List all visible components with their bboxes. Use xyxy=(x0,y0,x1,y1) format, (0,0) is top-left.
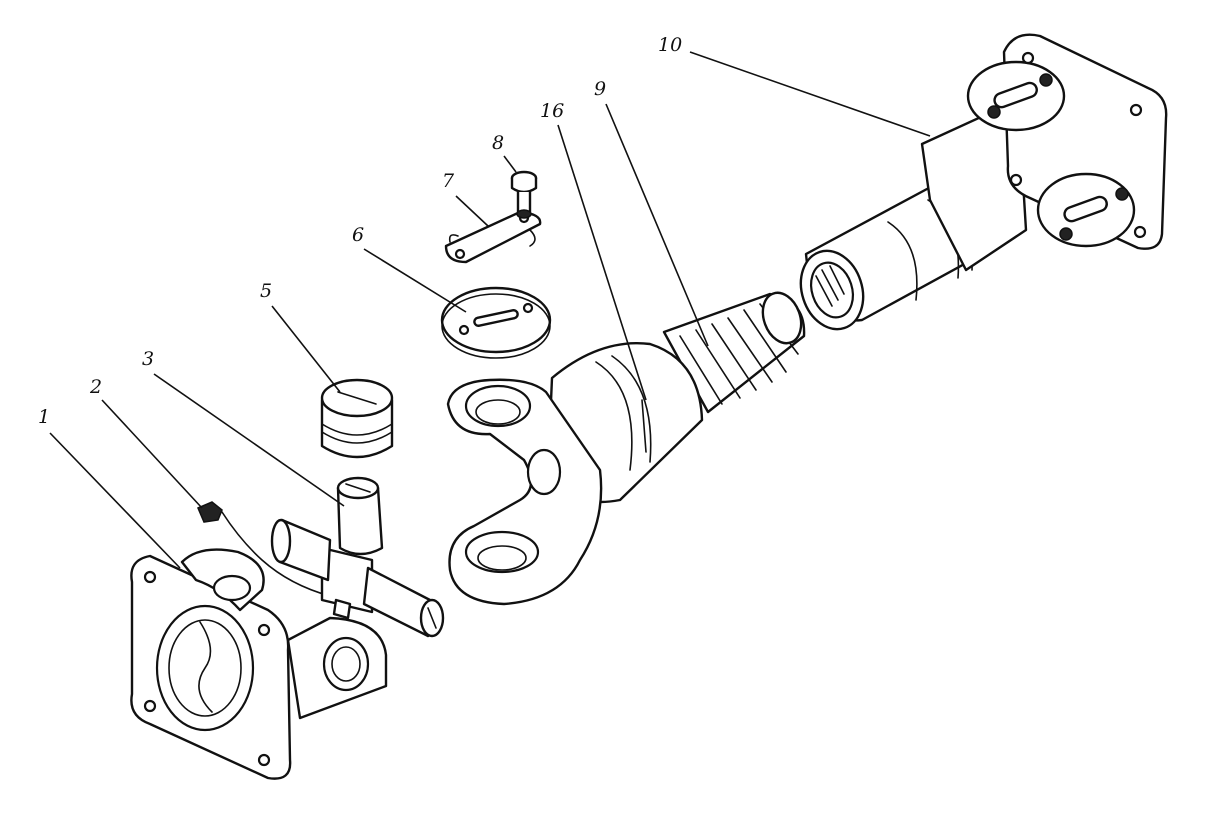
leader-1 xyxy=(49,432,181,569)
leader-9 xyxy=(605,103,709,347)
flange-yoke-part xyxy=(130,548,388,780)
leader-16 xyxy=(557,124,647,401)
callout-9: 9 xyxy=(594,78,607,100)
callout-16: 16 xyxy=(540,100,565,122)
bolt-part xyxy=(510,170,538,219)
leader-7 xyxy=(455,195,489,227)
slip-tube-part xyxy=(799,33,1168,331)
leader-8 xyxy=(503,155,517,173)
leader-5 xyxy=(271,305,341,393)
leader-3 xyxy=(153,373,345,507)
callout-10: 10 xyxy=(658,34,683,56)
grease-nipple-part xyxy=(197,501,331,597)
cross-spider-part xyxy=(270,476,445,638)
leader-lines xyxy=(49,51,931,569)
callout-1: 1 xyxy=(38,406,51,428)
callout-3: 3 xyxy=(142,348,155,370)
leader-10 xyxy=(689,51,931,137)
callout-5: 5 xyxy=(260,280,273,302)
lock-plate-part xyxy=(444,210,542,264)
callout-7: 7 xyxy=(442,170,455,192)
leader-2 xyxy=(101,399,203,509)
cover-plate-part xyxy=(440,286,552,359)
leader-6 xyxy=(363,248,467,313)
callout-2: 2 xyxy=(90,376,103,398)
callout-6: 6 xyxy=(352,224,365,246)
bearing-cup-part xyxy=(320,378,394,459)
callout-8: 8 xyxy=(492,132,505,154)
